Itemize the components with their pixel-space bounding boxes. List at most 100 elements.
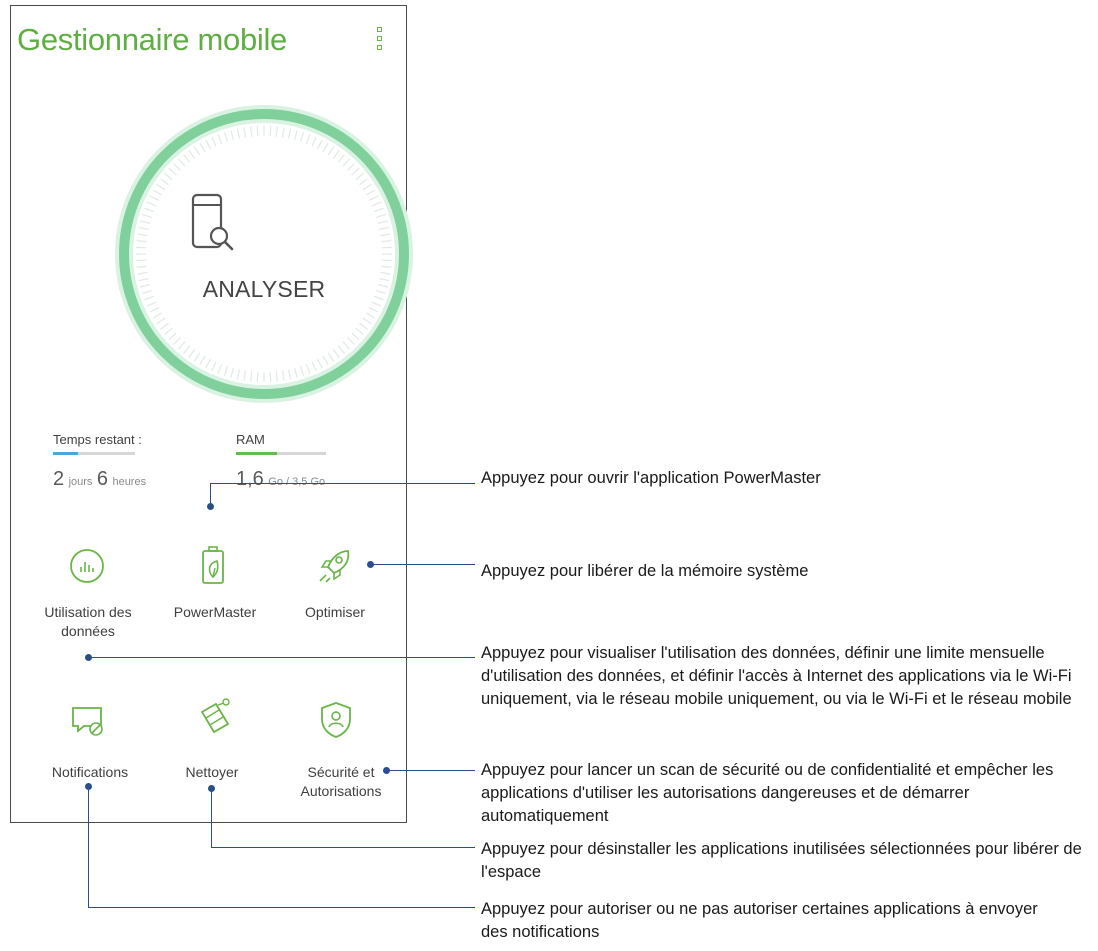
gauge-tick (380, 271, 391, 275)
ram-used-value: 1,6 (236, 468, 264, 490)
callout-data-usage: Appuyez pour visualiser l'utilisation de… (481, 644, 1072, 708)
gauge-tick (377, 220, 388, 225)
gauge-tick (359, 178, 368, 186)
gauge-tick (168, 332, 177, 341)
notification-block-icon[interactable] (64, 697, 110, 743)
rocket-icon[interactable] (312, 543, 358, 589)
ram-value: 1,6 Go / 3,5 Go (236, 468, 325, 491)
tile-security[interactable]: Sécurité et Autorisations (300, 764, 382, 799)
gauge-tick (146, 301, 157, 307)
gauge-tick (205, 139, 211, 150)
gauge-tick (327, 146, 335, 156)
gauge-tick (332, 349, 340, 358)
callout-security: Appuyez pour lancer un scan de sécurité … (481, 761, 1054, 825)
remaining-time-bar-fill (53, 452, 78, 455)
gauge-tick (137, 233, 148, 237)
gauge-tick (299, 366, 305, 376)
gauge-tick (379, 226, 390, 231)
gauge-tick (377, 283, 388, 288)
gauge-tick (211, 361, 217, 372)
gauge-tick (193, 146, 201, 156)
gauge-tick (168, 167, 177, 176)
tile-data-usage[interactable]: Utilisation des données (44, 604, 132, 639)
powermaster-leader-horizontal (210, 483, 475, 485)
gauge-tick (149, 195, 160, 201)
gauge-tick (152, 189, 163, 196)
overflow-menu-icon[interactable] (374, 27, 384, 57)
ram-bar-fill (236, 452, 278, 455)
gauge-tick (199, 142, 206, 153)
gauge-tick (223, 132, 229, 142)
gauge-tick (365, 312, 376, 319)
tile-powermaster[interactable]: PowerMaster (173, 604, 257, 620)
data-usage-icon[interactable] (64, 543, 110, 589)
gauge-tick (230, 130, 235, 141)
gauge-tick (160, 322, 169, 330)
clean-leader-vertical (211, 788, 213, 848)
gauge-tick (250, 126, 253, 137)
shield-user-icon[interactable] (313, 697, 359, 743)
data-usage-leader (88, 657, 475, 659)
days-value: 2 (53, 468, 65, 490)
gauge-tick (305, 363, 311, 374)
gauge-tick (217, 363, 223, 374)
tile-optimise[interactable]: Optimiser (305, 604, 365, 620)
gauge-tick (275, 371, 278, 382)
gauge-tick (347, 337, 355, 345)
gauge-tick (137, 271, 148, 275)
gauge-tick (381, 246, 392, 249)
gauge-tick (164, 327, 173, 336)
gauge-tick (322, 142, 329, 153)
gauge-tick (281, 370, 285, 381)
gauge-tick (182, 154, 191, 163)
ram-total-unit: Go / 3,5 Go (268, 476, 326, 488)
gauge-tick (256, 371, 259, 382)
gauge-tick (156, 317, 166, 325)
gauge-tick (351, 167, 360, 176)
gauge-tick (368, 307, 379, 313)
gauge-tick (243, 370, 247, 381)
tile-notifications[interactable]: Notifications (51, 764, 129, 780)
gauge-tick (142, 289, 152, 295)
gauge-tick (317, 358, 323, 369)
gauge-tick (188, 349, 196, 358)
gauge-tick (327, 352, 335, 362)
gauge-tick (152, 312, 163, 319)
battery-leaf-icon[interactable] (193, 543, 239, 589)
callout-powermaster: Appuyez pour ouvrir l'application PowerM… (481, 469, 821, 487)
gauge-tick (275, 126, 278, 137)
gauge-tick (142, 213, 152, 219)
scan-button-label[interactable]: ANALYSER (202, 276, 326, 302)
broom-icon[interactable] (192, 694, 238, 740)
phone-search-icon (191, 193, 234, 251)
tile-clean[interactable]: Nettoyer (185, 764, 239, 780)
gauge-tick (156, 183, 166, 191)
remaining-time-bar (53, 452, 135, 455)
gauge-tick (223, 366, 229, 376)
gauge-tick (140, 283, 151, 288)
gauge-tick (205, 358, 211, 369)
app-title: Gestionnaire mobile (17, 22, 288, 57)
security-leader (386, 770, 475, 772)
gauge-tick (136, 265, 147, 268)
gauge-tick (362, 317, 372, 325)
gauge-tick (287, 128, 292, 139)
gauge-tick (373, 295, 384, 301)
gauge-tick (173, 163, 181, 171)
gauge-tick (351, 332, 360, 341)
gauge-tick (138, 226, 149, 231)
gauge-tick (149, 307, 160, 313)
callout-notifications: Appuyez pour autoriser ou ne pas autoris… (481, 900, 1038, 941)
gauge-tick (293, 367, 298, 378)
gauge-tick (136, 246, 147, 249)
scan-gauge[interactable] (113, 103, 415, 405)
powermaster-leader-vertical (210, 483, 212, 505)
gauge-tick (342, 341, 351, 350)
gauge-tick (332, 150, 340, 159)
gauge-tick (380, 233, 391, 237)
gauge-tick (362, 183, 372, 191)
gauge-tick (322, 355, 329, 366)
ram-label: RAM (236, 432, 265, 447)
gauge-tick (281, 127, 285, 138)
remaining-time-label: Temps restant : (53, 432, 142, 447)
